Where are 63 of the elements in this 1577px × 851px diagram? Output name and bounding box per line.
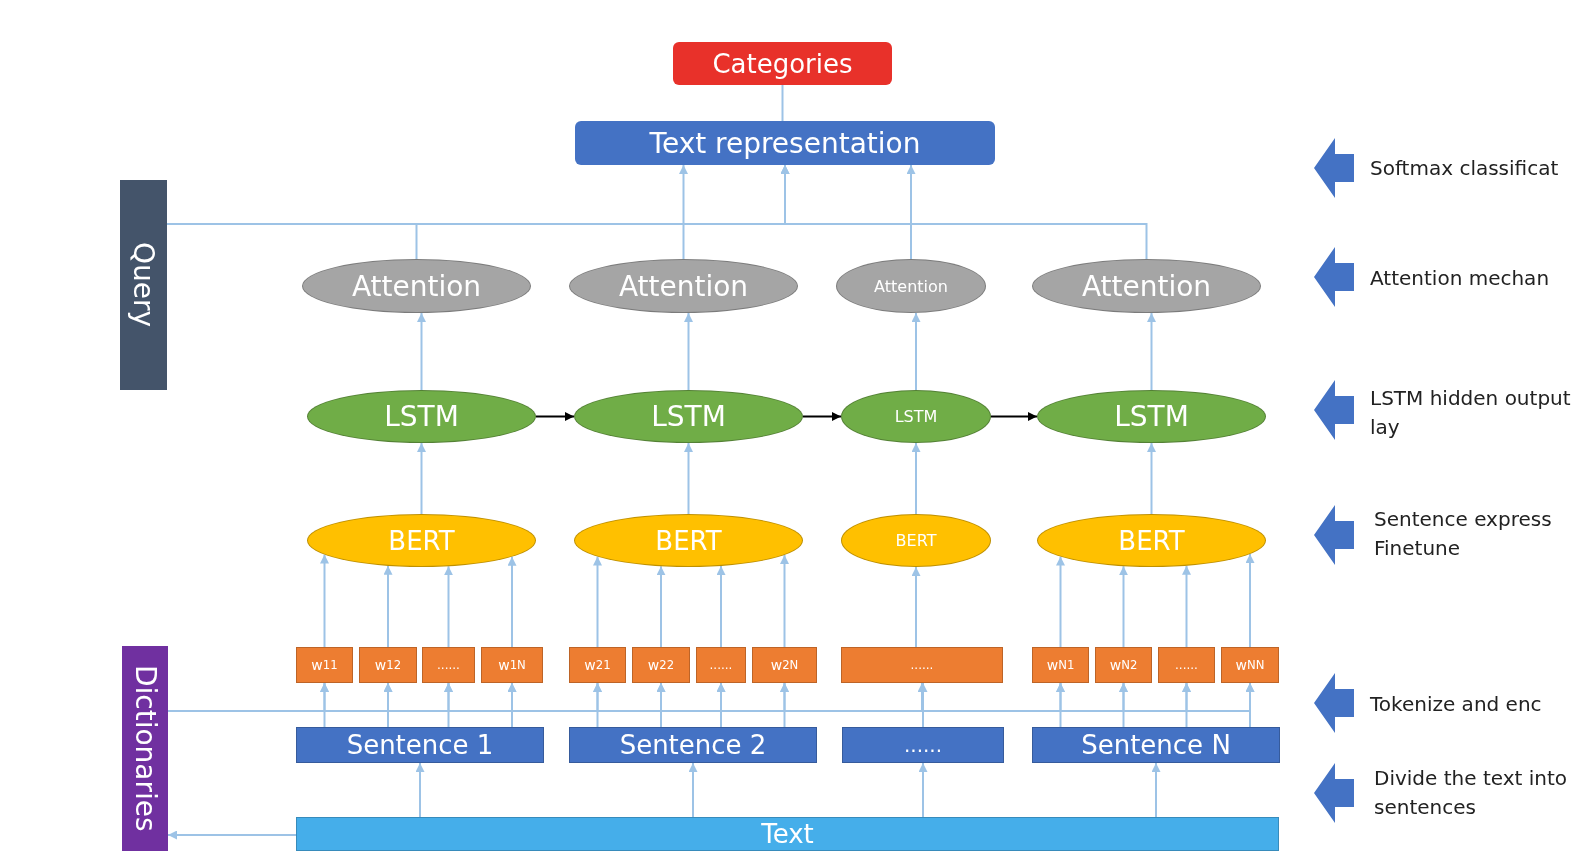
arrow xyxy=(166,164,790,225)
process-box: ...... xyxy=(841,647,1003,683)
arrow xyxy=(507,555,517,648)
arrow xyxy=(167,830,297,840)
arrow xyxy=(716,564,726,648)
process-box: ...... xyxy=(1158,647,1215,683)
ellipse-node: LSTM xyxy=(841,390,991,443)
ellipse-node: BERT xyxy=(841,514,991,567)
arrow xyxy=(535,412,575,421)
step-label: Divide the text into sentences xyxy=(1374,765,1569,821)
ellipse-node: Attention xyxy=(569,259,798,313)
process-box: ...... xyxy=(842,727,1004,763)
process-box: Sentence N xyxy=(1032,727,1280,763)
step-label: Softmax classificat xyxy=(1370,155,1560,182)
arrow xyxy=(444,565,453,648)
process-box: ...... xyxy=(422,647,475,683)
step-label: Attention mechan xyxy=(1370,265,1551,292)
arrow xyxy=(911,311,921,391)
arrow xyxy=(417,311,426,391)
ellipse-node: LSTM xyxy=(307,390,536,443)
arrow xyxy=(1151,762,1161,818)
side-bar: Query xyxy=(120,180,167,390)
arrow xyxy=(1147,442,1156,515)
ellipse-node: BERT xyxy=(574,514,803,567)
arrow xyxy=(684,442,693,515)
arrow xyxy=(911,442,921,515)
arrow xyxy=(1147,311,1156,391)
ellipse-node: Attention xyxy=(836,259,986,313)
arrow xyxy=(688,762,698,818)
step-label: LSTM hidden output lay xyxy=(1370,385,1572,441)
arrow xyxy=(1245,553,1255,648)
ellipse-node: Attention xyxy=(1032,259,1261,313)
arrow xyxy=(383,564,393,648)
step-label: Tokenize and enc xyxy=(1370,691,1543,718)
arrow xyxy=(417,442,426,515)
process-box: ...... xyxy=(696,647,746,683)
side-bar: Dictionaries xyxy=(122,646,168,851)
arrow xyxy=(1182,564,1191,648)
ellipse-node: BERT xyxy=(1037,514,1266,567)
process-box: Sentence 1 xyxy=(296,727,544,763)
ellipse-node: Attention xyxy=(302,259,531,313)
arrow xyxy=(990,412,1038,421)
ellipse-node: LSTM xyxy=(1037,390,1266,443)
process-box: Text xyxy=(296,817,1279,851)
arrow xyxy=(320,553,329,648)
process-box: Sentence 2 xyxy=(569,727,817,763)
arrow xyxy=(684,311,693,391)
arrow xyxy=(906,164,916,260)
arrow xyxy=(918,762,928,818)
arrow xyxy=(911,566,921,648)
arrow xyxy=(415,762,425,818)
ellipse-node: LSTM xyxy=(574,390,803,443)
arrow xyxy=(1119,565,1128,648)
process-box: Text representation xyxy=(575,121,995,165)
arrow xyxy=(780,553,789,648)
arrow xyxy=(802,412,842,421)
arrow xyxy=(656,565,666,648)
step-label: Sentence express Finetune xyxy=(1374,506,1553,562)
arrow xyxy=(593,555,602,648)
ellipse-node: BERT xyxy=(307,514,536,567)
process-box: Categories xyxy=(673,42,892,85)
arrow xyxy=(1056,555,1065,648)
arrow xyxy=(679,164,688,260)
